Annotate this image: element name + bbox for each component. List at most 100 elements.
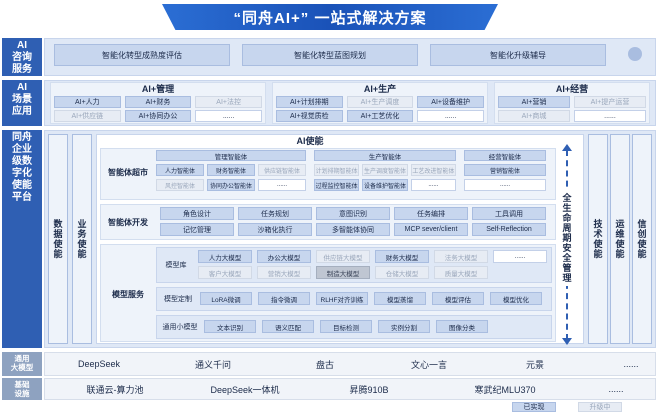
agent-item: ...... [410, 179, 456, 191]
model-lib-item: 法务大模型 [434, 250, 488, 263]
security-label: 全生命周期安全管理 [558, 190, 576, 286]
model-custom-item: 模型蒸馏 [374, 292, 426, 305]
model-custom-item: RLHF对齐训练 [316, 292, 368, 305]
scene-group-title: AI+经营 [555, 83, 589, 94]
model-lib-label: 模型库 [165, 262, 187, 269]
scene-item: AI+商城 [498, 110, 570, 122]
scene-item: AI+计划排期 [276, 96, 343, 108]
agent-item: 生产调度智能体 [362, 164, 408, 176]
infra-item: 昇腾910B [349, 384, 389, 395]
agent-dev-item: Self-Reflection [472, 223, 546, 236]
agent-item: 过程监控智能体 [314, 179, 360, 191]
agent-item: 协同办公智能体 [207, 179, 255, 191]
model-custom-item: 模型优化 [490, 292, 542, 305]
consult-item: 智能化升级辅导 [430, 44, 606, 66]
infra-item: DeepSeek一体机 [210, 384, 280, 395]
model-lib-item: 客户大模型 [198, 266, 252, 279]
agent-item: 财务智能体 [207, 164, 255, 176]
model-small-item: 语义匹配 [262, 320, 314, 333]
agent-dev-item: MCP sever/client [394, 223, 468, 236]
scene-item: AI+供应链 [54, 110, 121, 122]
model-lib-item: 人力大模型 [198, 250, 252, 263]
agent-dev-item: 工具调用 [472, 207, 546, 220]
model-custom-label: 模型定制 [164, 296, 192, 303]
model-lib-item: 营销大模型 [257, 266, 311, 279]
general-model-item: DeepSeek [77, 359, 121, 369]
agent-dev-item: 任务规划 [238, 207, 312, 220]
scene-item: AI+法控 [195, 96, 262, 108]
scene-item: ...... [417, 110, 484, 122]
agent-group-title: 生产智能体 [314, 150, 456, 161]
agent-dev-item: 角色设计 [160, 207, 234, 220]
infra-item: ...... [608, 384, 624, 394]
agent-item: 计划排期智能体 [314, 164, 360, 176]
agent-item: 风控智能体 [156, 179, 204, 191]
infra-item: 寒武纪MLU370 [474, 384, 536, 395]
agent-dev-item: 沙箱化执行 [238, 223, 312, 236]
model-service-label: 模型服务 [112, 289, 144, 299]
legend-done: 已实现 [512, 402, 556, 412]
agent-item: 营销智能体 [464, 164, 546, 176]
infra-row [44, 378, 656, 400]
agent-item: 设备维护智能体 [362, 179, 408, 191]
scene-item: AI+营销 [498, 96, 570, 108]
agent-item: 人力智能体 [156, 164, 204, 176]
data-enable-col: 数据使能 [48, 134, 68, 344]
model-lib-item: 供应链大模型 [316, 250, 370, 263]
biz-enable-col: 业务使能 [72, 134, 92, 344]
scene-item: AI+财务 [124, 96, 192, 108]
model-small-item: 图像分类 [436, 320, 488, 333]
page-title: “同舟AI+” 一站式解决方案 [162, 4, 498, 30]
xinchuang-enable-col: 信创使能 [632, 134, 652, 344]
model-lib-item: 财务大模型 [375, 250, 429, 263]
scene-group-title: AI+管理 [141, 83, 175, 94]
model-small-item: 实例分割 [378, 320, 430, 333]
agent-item: ...... [258, 179, 306, 191]
model-lib-item: 办公大模型 [257, 250, 311, 263]
consult-item: 智能化转型蓝图规划 [242, 44, 418, 66]
agent-group-title: 经营智能体 [464, 150, 546, 161]
scene-item: AI+视觉质检 [276, 110, 343, 122]
consult-item: 智能化转型成熟度评估 [54, 44, 230, 66]
general-model-row [44, 352, 656, 376]
scene-item: AI+生产调度 [346, 96, 414, 108]
model-lib-item: 制造大模型 [316, 266, 370, 279]
general-model-item: 文心一言 [410, 359, 447, 370]
scene-item: AI+工艺优化 [346, 110, 414, 122]
general-model-item: 盘古 [315, 359, 334, 370]
decor-icon [628, 47, 642, 61]
model-lib-item: ...... [493, 250, 547, 263]
model-small-label: 通用小模型 [162, 324, 198, 331]
scene-item: AI+协同办公 [124, 110, 192, 122]
scene-group-title: AI+生产 [363, 83, 397, 94]
agent-dev-label: 智能体开发 [108, 217, 148, 227]
tech-enable-col: 技术使能 [588, 134, 608, 344]
agent-item: ...... [464, 179, 546, 191]
agent-dev-item: 任务编排 [394, 207, 468, 220]
general-model-item: ...... [623, 359, 639, 369]
model-small-item: 目标检测 [320, 320, 372, 333]
scene-item: ...... [195, 110, 262, 122]
label-general-model: 通用大模型 [2, 352, 42, 376]
general-model-item: 通义千问 [194, 359, 231, 370]
model-custom-item: 模型评估 [432, 292, 484, 305]
label-infra: 基础设施 [2, 378, 42, 400]
ai-enable-title: AI使能 [296, 135, 324, 146]
model-custom-item: 指令微调 [258, 292, 310, 305]
agent-dev-item: 意图识别 [316, 207, 390, 220]
ops-enable-col: 运维使能 [610, 134, 630, 344]
agent-item: 工艺改进智能体 [410, 164, 456, 176]
agent-group-title: 管理智能体 [156, 150, 306, 161]
general-model-item: 元景 [525, 359, 544, 370]
model-lib-item: 质量大模型 [434, 266, 488, 279]
scene-item: AI+提产运营 [574, 96, 646, 108]
agent-market-label: 智能体超市 [108, 167, 148, 177]
arrow-up-icon [562, 144, 572, 151]
scene-item: AI+设备维护 [417, 96, 484, 108]
agent-dev-item: 多智能体协同 [316, 223, 390, 236]
infra-item: 联通云-算力池 [86, 384, 144, 395]
legend-upgrading: 升级中 [578, 402, 622, 412]
model-custom-item: LoRA微调 [200, 292, 252, 305]
